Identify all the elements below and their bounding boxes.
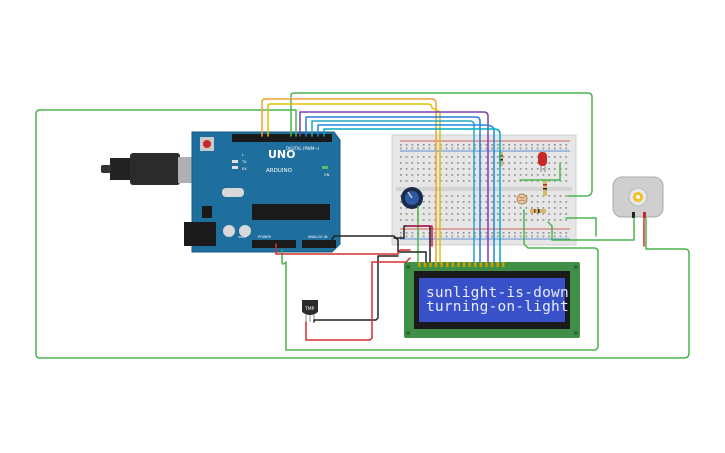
usb-plug <box>110 158 130 180</box>
wires <box>35 92 690 359</box>
breadboard[interactable] <box>391 134 577 246</box>
wire-black-1 <box>329 235 427 263</box>
l-label: L <box>242 153 244 157</box>
wire-yellow <box>267 103 441 263</box>
wire-green-outer <box>35 109 690 359</box>
resistor-2 <box>543 180 547 196</box>
sensor-label: TMP <box>304 306 315 312</box>
crystal <box>222 188 244 197</box>
photoresistor[interactable] <box>516 193 528 205</box>
wire-red-2 <box>305 257 411 341</box>
lcd-line-2: turning-on-light <box>426 299 569 315</box>
usb-cable-head <box>130 153 180 185</box>
lcd-line-1: sunlight-is-down <box>426 285 569 301</box>
temperature-sensor[interactable]: TMP <box>302 300 318 322</box>
wire-green-4 <box>547 217 635 241</box>
rx-label: RX <box>242 167 247 171</box>
lcd-pins <box>418 262 505 267</box>
power-header <box>252 240 296 248</box>
dc-motor[interactable] <box>612 176 664 218</box>
wire-black-3 <box>393 225 431 263</box>
tx-label: TX <box>241 160 247 164</box>
lcd-display[interactable]: sunlight-is-down turning-on-light <box>404 262 580 338</box>
analog-label: ANALOG IN <box>308 235 328 239</box>
digital-header <box>232 134 332 142</box>
wire-orange <box>261 98 437 263</box>
wire-blue-2 <box>317 124 495 263</box>
wire-green-2 <box>281 209 599 351</box>
ioref-label: IOREF <box>238 235 247 239</box>
board-brand: ARDUINO <box>266 168 293 174</box>
red-led[interactable] <box>538 152 547 172</box>
digital-label: DIGITAL (PWM~) <box>286 146 320 151</box>
atmega-chip <box>252 204 330 220</box>
wire-magenta <box>407 225 433 247</box>
on-label: ON <box>324 173 330 177</box>
wire-teal-2 <box>323 128 501 263</box>
resistor-3 <box>530 209 546 213</box>
arduino-board[interactable]: UNO ARDUINO DIGITAL (PWM~) POWER ANALOG … <box>101 131 341 253</box>
power-jack <box>184 222 216 246</box>
analog-header <box>302 240 336 248</box>
power-label: POWER <box>258 235 272 239</box>
board-model: UNO <box>268 148 296 161</box>
wire-purple <box>299 111 489 263</box>
wire-blue-1 <box>305 116 481 263</box>
resistor-1 <box>499 152 503 166</box>
potentiometer[interactable] <box>401 187 423 209</box>
wire-red-1 <box>275 243 411 255</box>
wire-black-2 <box>313 255 399 323</box>
wire-green-3 <box>290 92 593 197</box>
wire-green-6 <box>565 217 597 237</box>
wire-green-5 <box>519 163 561 181</box>
